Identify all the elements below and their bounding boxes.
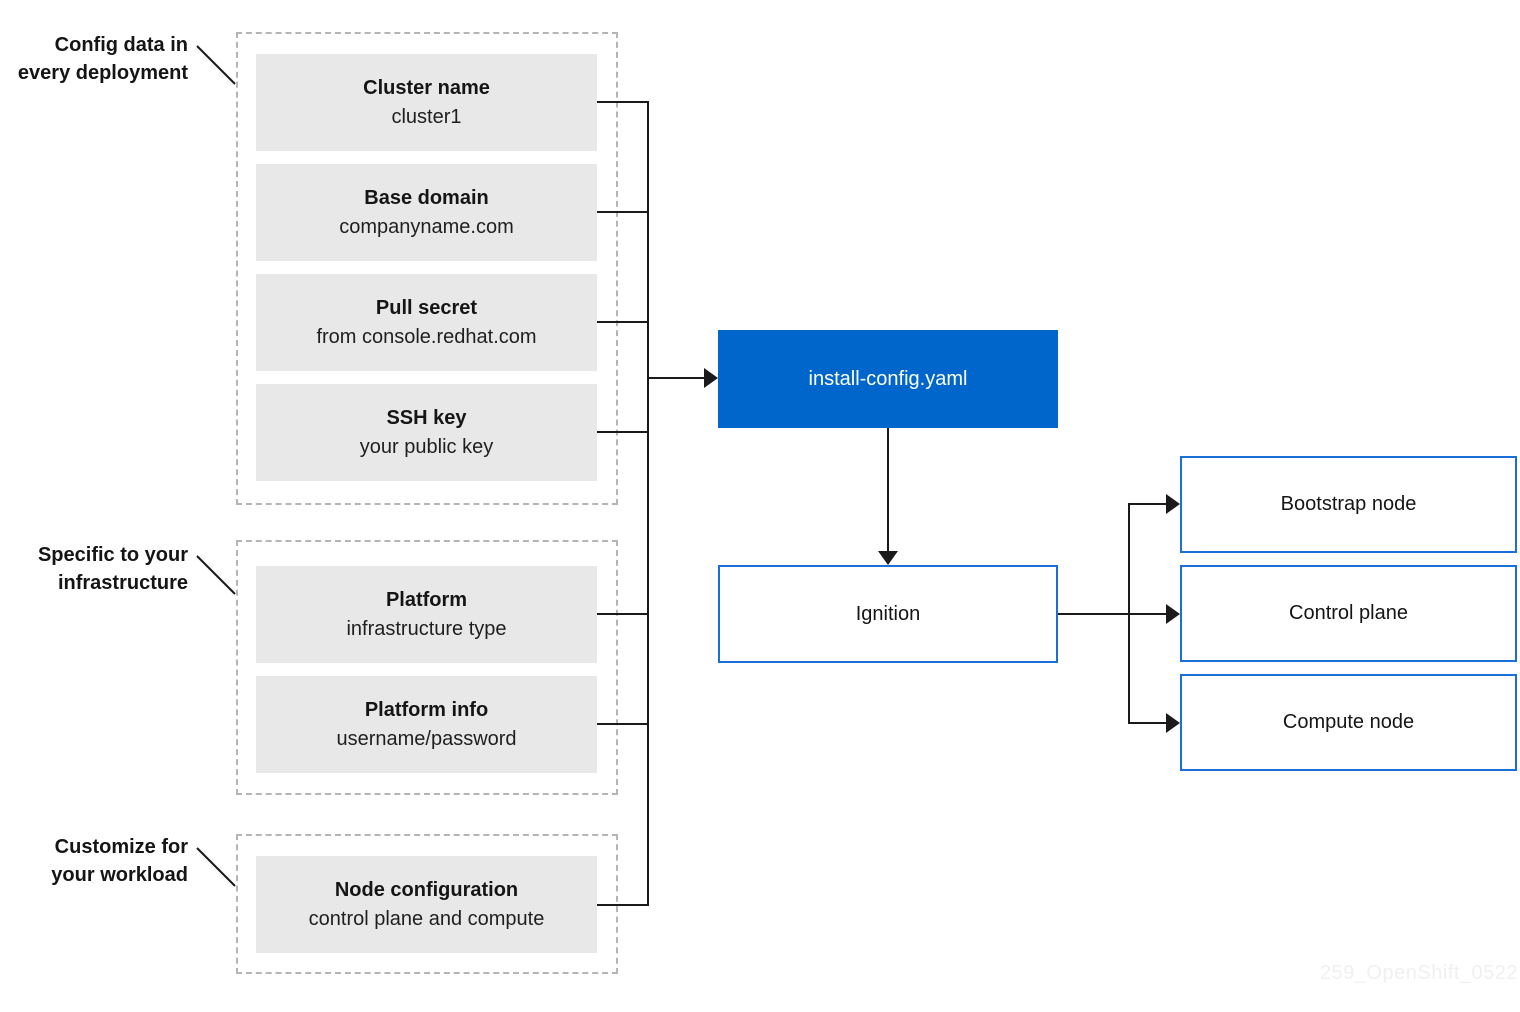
box-subtitle: control plane and compute [308,907,545,930]
box-title: Platform info [364,698,489,721]
box-title: Base domain [364,186,489,209]
label-pointer-infrastructure [196,555,236,595]
connector-platform [597,613,648,615]
group-frame-config-data [236,32,618,505]
connector-cluster-name [597,101,648,103]
output-node-label: Compute node [1282,711,1415,733]
left-bus-line [647,101,649,906]
box-subtitle: cluster1 [391,105,462,128]
connector-pull-secret [597,321,648,323]
box-title: Node configuration [334,878,519,901]
output-node-label: Control plane [1289,602,1408,624]
group-label-line: Specific to your [37,544,188,566]
group-label-line: your workload [51,864,188,886]
config-box-pull-secret: Pull secret from console.redhat.com [256,274,597,371]
group-label-config-data: Config data in every deployment [0,31,188,87]
arrowhead-ignition [878,551,898,565]
output-node-label: Bootstrap node [1280,493,1417,515]
connector-node-configuration [597,904,648,906]
ignition-node: Ignition [718,565,1058,663]
label-pointer-workload [196,847,236,887]
group-label-workload: Customize for your workload [0,833,188,889]
config-box-cluster-name: Cluster name cluster1 [256,54,597,151]
arrowhead-install-config [704,368,718,388]
config-box-platform: Platform infrastructure type [256,566,597,663]
arrowhead-control-plane [1166,604,1180,624]
box-title: SSH key [386,406,467,429]
box-subtitle: username/password [336,727,517,750]
install-config-label: install-config.yaml [808,367,968,390]
box-subtitle: companyname.com [339,215,514,238]
config-box-base-domain: Base domain companyname.com [256,164,597,261]
label-pointer-config-data [196,45,236,85]
box-title: Cluster name [363,76,490,99]
watermark: 259_OpenShift_0522 [1319,962,1518,984]
config-box-node-configuration: Node configuration control plane and com… [256,856,597,953]
group-frame-infrastructure [236,540,618,795]
arrowhead-bootstrap [1166,494,1180,514]
arrow-install-to-ignition [887,428,889,552]
box-subtitle: your public key [359,435,494,458]
box-subtitle: infrastructure type [346,617,507,640]
connector-base-domain [597,211,648,213]
connector-compute [1128,722,1166,724]
connector-platform-info [597,723,648,725]
group-label-line: infrastructure [57,572,188,594]
group-label-line: Config data in [54,34,188,56]
group-label-line: every deployment [17,62,188,84]
group-label-infrastructure: Specific to your infrastructure [0,541,188,597]
config-box-platform-info: Platform info username/password [256,676,597,773]
ignition-label: Ignition [855,602,921,625]
connector-bootstrap [1128,503,1166,505]
box-title: Pull secret [375,296,478,319]
arrowhead-compute [1166,713,1180,733]
box-title: Platform [385,588,468,611]
group-label-line: Customize for [54,836,188,858]
connector-ignition-to-control-plane [1058,613,1166,615]
output-node-bootstrap: Bootstrap node [1180,456,1517,553]
config-box-ssh-key: SSH key your public key [256,384,597,481]
arrow-to-install-config [648,377,704,379]
output-node-control-plane: Control plane [1180,565,1517,662]
connector-ssh-key [597,431,648,433]
output-node-compute: Compute node [1180,674,1517,771]
box-subtitle: from console.redhat.com [316,325,537,348]
install-config-node: install-config.yaml [718,330,1058,428]
